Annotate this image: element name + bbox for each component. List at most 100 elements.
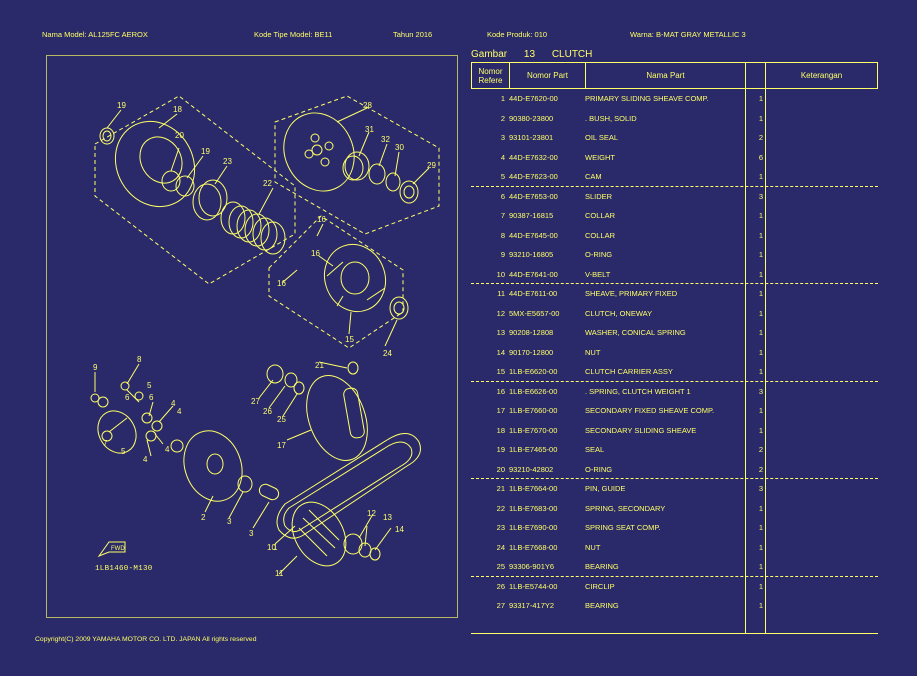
svg-text:19: 19 <box>117 101 126 110</box>
row-part-name: . BUSH, SOLID <box>585 113 637 123</box>
svg-text:13: 13 <box>383 513 392 522</box>
svg-text:5: 5 <box>147 381 152 390</box>
row-quantity: 2 <box>758 464 763 474</box>
row-part-number: 93210-42802 <box>509 464 554 474</box>
row-part-name: CLUTCH, ONEWAY <box>585 308 653 318</box>
row-part-number: 90380-23800 <box>509 113 554 123</box>
row-part-name: SHEAVE, PRIMARY FIXED <box>585 289 678 298</box>
svg-text:21: 21 <box>315 361 324 370</box>
row-quantity: 3 <box>758 484 763 493</box>
row-ref-number: 17 <box>496 406 505 415</box>
svg-text:7: 7 <box>103 439 108 448</box>
model-name: Nama Model: AL125FC AEROX <box>42 30 148 39</box>
row-quantity: 1 <box>758 562 763 571</box>
row-ref-number: 11 <box>497 289 505 298</box>
row-quantity: 1 <box>758 269 763 279</box>
group-separator <box>471 575 878 577</box>
row-ref-number: 25 <box>496 562 505 571</box>
svg-text:6: 6 <box>149 393 154 402</box>
svg-text:6: 6 <box>125 393 130 402</box>
row-part-name: O-RING <box>585 464 613 474</box>
row-part-number: 1LB-E6620-00 <box>509 367 558 376</box>
row-part-name: CLUTCH CARRIER ASSY <box>585 367 673 376</box>
row-quantity: 1 <box>758 250 763 259</box>
row-part-number: 44D-E7645-00 <box>509 230 558 240</box>
row-part-number: 1LB-E7660-00 <box>509 406 558 415</box>
row-part-name: WEIGHT <box>585 152 615 162</box>
column-part-number: Nomor Part <box>510 63 586 88</box>
row-part-name: OIL SEAL <box>585 133 619 142</box>
column-divider <box>745 89 746 633</box>
svg-text:27: 27 <box>251 397 260 406</box>
row-quantity: 1 <box>758 94 763 103</box>
row-part-number: 44D-E7641-00 <box>509 269 558 279</box>
svg-text:4: 4 <box>143 455 148 464</box>
row-ref-number: 14 <box>496 347 505 357</box>
row-part-name: SEAL <box>585 445 605 454</box>
row-part-name: PRIMARY SLIDING SHEAVE COMP. <box>585 94 709 103</box>
row-part-name: O-RING <box>585 250 613 259</box>
svg-text:3: 3 <box>249 529 254 538</box>
color-name: Warna: B-MAT GRAY METALLIC 3 <box>630 30 746 39</box>
copyright-notice: Copyright(C) 2009 YAMAHA MOTOR CO. LTD. … <box>35 636 257 643</box>
row-part-number: 44D-E7632-00 <box>509 152 558 162</box>
svg-text:28: 28 <box>363 101 372 110</box>
row-part-number: 1LB-E7683-00 <box>509 503 558 513</box>
row-ref-number: 12 <box>496 308 505 318</box>
row-ref-number: 19 <box>496 445 505 454</box>
svg-text:4: 4 <box>177 407 182 416</box>
row-quantity: 1 <box>758 581 763 591</box>
row-ref-number: 26 <box>496 581 505 591</box>
row-quantity: 2 <box>758 133 763 142</box>
row-ref-number: 1 <box>500 94 505 103</box>
row-ref-number: 21 <box>496 484 505 493</box>
svg-text:23: 23 <box>223 157 232 166</box>
row-quantity: 1 <box>758 113 763 123</box>
row-part-number: 5MX-E5657-00 <box>509 308 560 318</box>
svg-text:4: 4 <box>171 399 176 408</box>
row-part-number: 1LB-E7668-00 <box>509 542 558 552</box>
svg-text:3: 3 <box>227 517 232 526</box>
row-part-number: 1LB-E6626-00 <box>509 386 558 396</box>
product-code: Kode Produk: 010 <box>487 30 548 39</box>
row-ref-number: 2 <box>500 113 505 123</box>
svg-text:31: 31 <box>365 125 374 134</box>
svg-text:4: 4 <box>165 445 170 454</box>
row-quantity: 1 <box>758 367 763 376</box>
row-part-number: 90170-12800 <box>509 347 554 357</box>
section-name: CLUTCH <box>551 49 593 60</box>
diagram-code: 1LB1460-M130 <box>95 565 153 573</box>
column-ref: Nomor Refere <box>472 63 510 88</box>
group-separator <box>471 380 878 382</box>
row-ref-number: 8 <box>500 230 505 240</box>
svg-text:19: 19 <box>201 147 210 156</box>
svg-text:25: 25 <box>277 415 286 424</box>
row-quantity: 1 <box>758 503 763 513</box>
group-separator <box>471 283 878 284</box>
table-bottom-border <box>471 633 878 634</box>
svg-text:9: 9 <box>93 363 98 372</box>
group-separator <box>471 185 878 187</box>
row-quantity: 1 <box>758 425 763 435</box>
group-separator <box>471 478 878 479</box>
row-part-name: COLLAR <box>585 211 616 220</box>
svg-text:8: 8 <box>137 355 142 364</box>
row-part-name: V-BELT <box>585 269 611 279</box>
row-ref-number: 16 <box>496 386 505 396</box>
row-quantity: 1 <box>758 347 763 357</box>
